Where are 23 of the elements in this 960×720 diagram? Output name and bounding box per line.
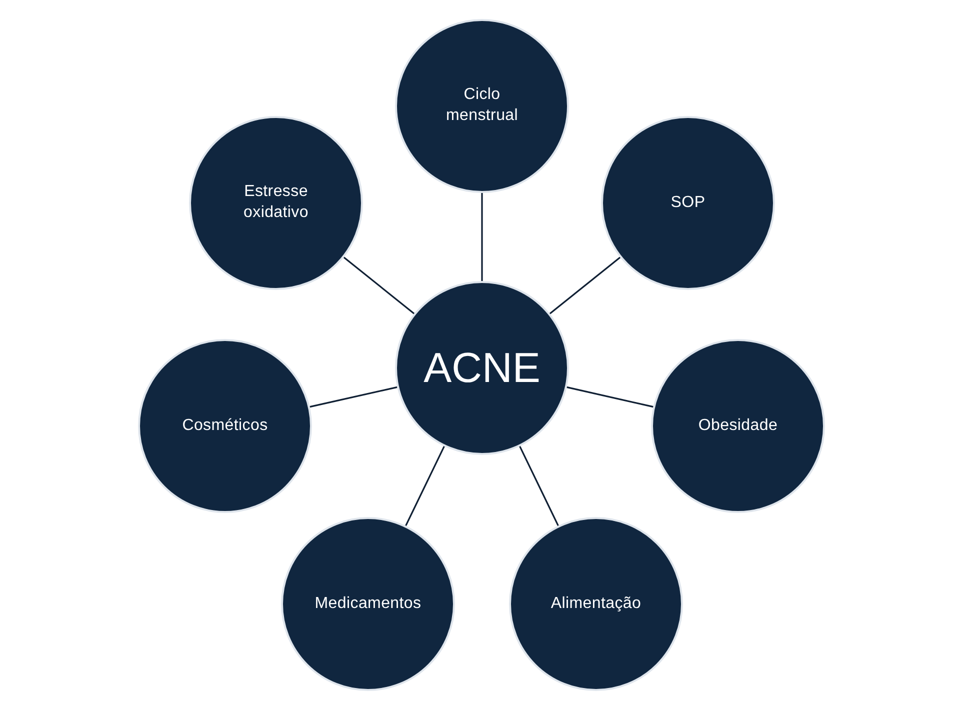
node-label: Obesidade [698, 416, 778, 436]
circle-node [395, 281, 569, 455]
circle-node [395, 19, 569, 193]
circle-node [601, 116, 775, 290]
node-label: Estresse oxidativo [242, 182, 310, 223]
hub-label: ACNE [424, 344, 540, 392]
connector-line [343, 256, 415, 314]
node-label: SOP [670, 192, 706, 213]
connector-line [405, 446, 445, 526]
connector-line [566, 386, 654, 408]
node-label: Ciclo menstrual [444, 85, 520, 126]
node-label: Medicamentos [314, 594, 422, 614]
connector-line [549, 256, 621, 314]
circle-node [138, 339, 312, 513]
node-label: Cosméticos [182, 416, 268, 436]
circle-node [189, 116, 363, 290]
connector-line [310, 386, 398, 408]
circle-node [281, 517, 455, 691]
connector-line [519, 446, 559, 526]
connector-line [481, 193, 483, 281]
circle-node [509, 517, 683, 691]
circle-node [651, 339, 825, 513]
node-label: Alimentação [550, 594, 642, 614]
